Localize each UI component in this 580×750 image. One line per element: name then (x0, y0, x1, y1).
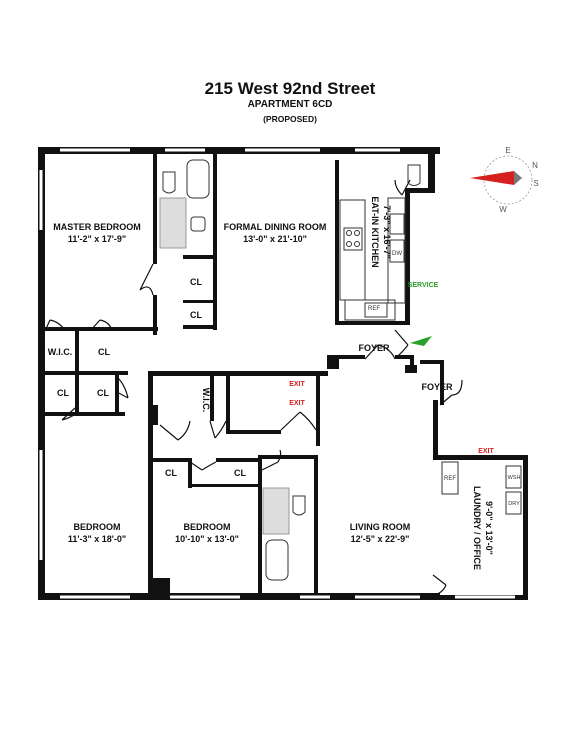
plan-title: 215 West 92nd Street (204, 79, 376, 98)
plan-status: (PROPOSED) (263, 114, 317, 124)
wic-master-label: W.I.C. (48, 347, 73, 357)
room-laundry-dims: 9'-0" x 13'-0" (484, 501, 494, 555)
compass-south: S (533, 179, 538, 188)
closet-label: CL (165, 468, 177, 478)
exit-label: EXIT (289, 400, 305, 407)
door-swings (44, 179, 463, 596)
kitchen-counters (339, 164, 421, 321)
room-formal-dining-name: FORMAL DINING ROOM (224, 222, 327, 232)
room-living-room-name: LIVING ROOM (350, 522, 411, 532)
room-master-bedroom-dims: 11'-2" x 17'-9" (68, 234, 126, 244)
room-kitchen-name: EAT-IN KITCHEN (370, 196, 380, 267)
closet-label: CL (234, 468, 246, 478)
laundry-appliances (441, 461, 522, 515)
exit-label: EXIT (478, 448, 494, 455)
compass-icon: E N S W (470, 146, 539, 214)
room-bedroom-mid-dims: 10'-10" x 13'-0" (175, 534, 239, 544)
wic-hall-label: W.I.C. (201, 388, 211, 413)
room-master-bedroom-name: MASTER BEDROOM (53, 222, 141, 232)
foyer-label: FOYER (358, 343, 390, 353)
service-label: SERVICE (408, 282, 439, 289)
compass-west: W (499, 205, 507, 214)
closet-label: CL (190, 277, 202, 287)
room-kitchen-dims: 7'-3" x 16'-7" (382, 205, 392, 259)
windows (39, 148, 515, 599)
master-bath (159, 159, 210, 249)
closet-label: CL (98, 347, 110, 357)
closet-label: CL (97, 388, 109, 398)
room-living-room-dims: 12'-5" x 22'-9" (351, 534, 410, 544)
room-bedroom-left-name: BEDROOM (74, 522, 121, 532)
room-formal-dining-dims: 13'-0" x 21'-10" (243, 234, 307, 244)
washer-label: WSH (508, 475, 521, 481)
dryer-label: DRY (508, 501, 520, 507)
hall-bath (262, 487, 306, 581)
plan-unit: APARTMENT 6CD (247, 99, 333, 110)
fridge-label: REF (368, 306, 380, 312)
room-bedroom-mid-name: BEDROOM (184, 522, 231, 532)
dishwasher-label: DW (392, 251, 402, 257)
exit-label: EXIT (289, 381, 305, 388)
compass-north: N (532, 161, 538, 170)
room-bedroom-left-dims: 11'-3" x 18'-0" (68, 534, 126, 544)
closet-label: CL (190, 310, 202, 320)
room-laundry-name: LAUNDRY / OFFICE (472, 486, 482, 570)
foyer-label: FOYER (421, 382, 453, 392)
interior-walls (38, 154, 444, 600)
entry-arrow-icon (410, 336, 432, 346)
closet-label: CL (57, 388, 69, 398)
compass-east: E (505, 146, 510, 155)
fridge-label: REF (444, 476, 456, 482)
